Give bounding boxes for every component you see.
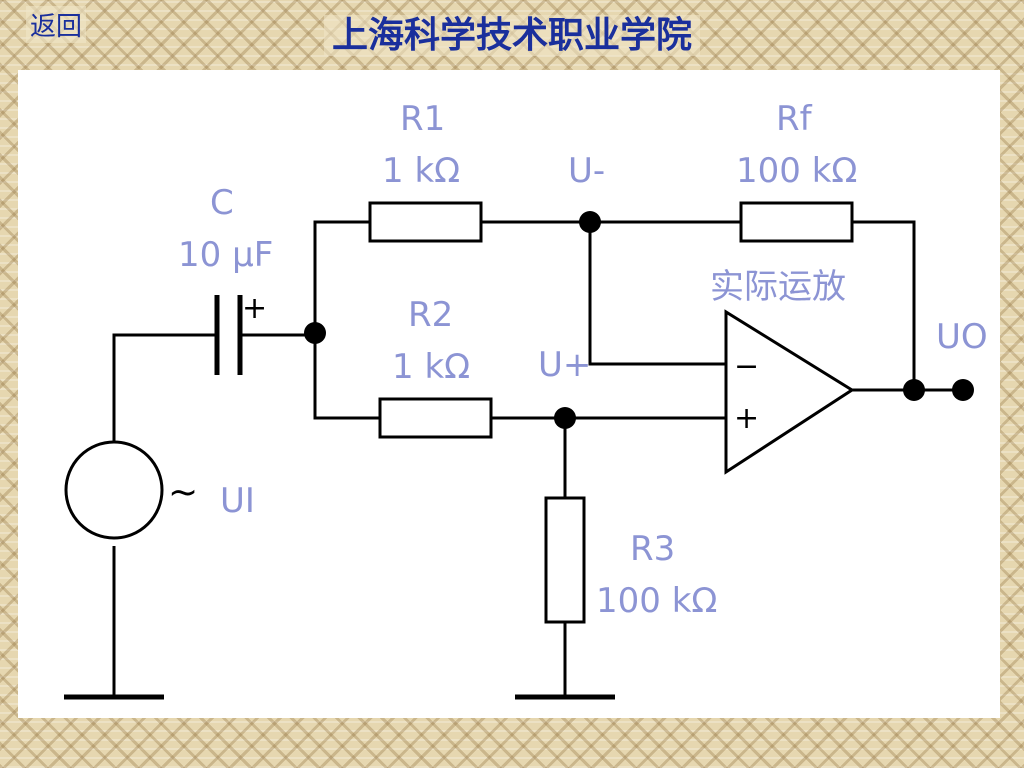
header-band: 返回 上海科学技术职业学院 [0, 0, 1024, 64]
label-u-minus: U- [568, 151, 605, 191]
label-output: UO [936, 317, 988, 357]
wire-top [313, 220, 916, 390]
label-r1-value: 1 kΩ [382, 151, 460, 191]
capacitor-c [214, 295, 243, 375]
ac-source-symbol: ~ [168, 472, 198, 513]
label-r3-value: 100 kΩ [596, 581, 717, 621]
back-link[interactable]: 返回 [26, 6, 87, 43]
capacitor-polarity: + [242, 291, 267, 326]
opamp-minus-symbol: − [734, 349, 759, 384]
page-title: 上海科学技术职业学院 [0, 6, 1024, 58]
opamp-triangle [724, 309, 855, 475]
label-r3-name: R3 [630, 529, 675, 569]
page-title-text: 上海科学技术职业学院 [323, 15, 700, 56]
wire-u-minus [588, 222, 726, 366]
resistor-r1 [368, 201, 483, 243]
terminal-output [952, 379, 974, 401]
resistor-r2 [378, 397, 493, 439]
label-c-name: C [210, 183, 234, 223]
circuit-diagram-panel: + ~ − + C 10 µF R1 1 kΩ Rf 100 kΩ R2 1 k… [18, 70, 1000, 718]
label-r1-name: R1 [400, 99, 445, 139]
junction-dots [304, 211, 974, 429]
label-r2-name: R2 [408, 295, 453, 335]
junction-u-minus [579, 211, 601, 233]
label-opamp: 实际运放 [710, 267, 846, 307]
junction-left [304, 322, 326, 344]
wire-left-to-cap [112, 333, 315, 480]
resistor-r3 [544, 496, 586, 624]
label-rf-name: Rf [776, 99, 813, 139]
junction-output [903, 379, 925, 401]
junction-u-plus [554, 407, 576, 429]
resistor-rf [739, 201, 854, 243]
label-u-plus: U+ [538, 345, 591, 385]
label-c-value: 10 µF [178, 235, 273, 275]
opamp-plus-symbol: + [734, 401, 759, 436]
wire-middle [313, 332, 726, 420]
label-rf-value: 100 kΩ [736, 151, 857, 191]
label-r2-value: 1 kΩ [392, 347, 470, 387]
circuit-diagram: + ~ − + C 10 µF R1 1 kΩ Rf 100 kΩ R2 1 k… [64, 99, 988, 700]
ac-source [64, 440, 164, 540]
label-source-name: UI [220, 481, 255, 521]
